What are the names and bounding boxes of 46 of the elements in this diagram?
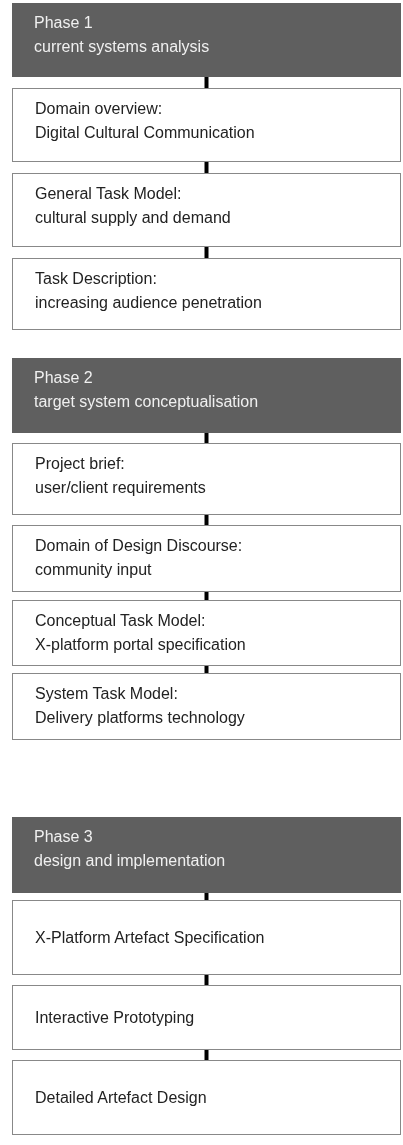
process-box — [12, 88, 401, 162]
process-box — [12, 173, 401, 247]
step-description: increasing audience penetration — [35, 293, 262, 313]
step-title: Project brief: — [35, 454, 125, 474]
step-title: Domain of Design Discourse: — [35, 536, 243, 556]
step-title: Interactive Prototyping — [35, 1007, 195, 1028]
step-description: current systems analysis — [34, 37, 210, 57]
process-box — [12, 900, 401, 975]
step-title: System Task Model: — [35, 684, 178, 704]
step-title: X-Platform Artefact Specification — [35, 927, 265, 948]
step-description: Delivery platforms technology — [35, 708, 245, 728]
connector-line — [204, 433, 209, 443]
step-description: cultural supply and demand — [35, 208, 231, 228]
step-title: General Task Model: — [35, 184, 182, 204]
phase-title: Phase 1 — [34, 13, 93, 33]
step-description: community input — [35, 560, 152, 580]
phase-header — [12, 3, 401, 77]
step-title: Detailed Artefact Design — [35, 1087, 207, 1108]
connector-line — [204, 893, 209, 900]
step-title: Domain overview: — [35, 99, 163, 119]
process-box — [12, 673, 401, 740]
step-description: design and implementation — [34, 851, 226, 871]
step-description: X-platform portal specification — [35, 635, 246, 655]
step-description: user/client requirements — [35, 478, 206, 498]
connector-line — [204, 666, 209, 673]
process-box — [12, 443, 401, 515]
connector-line — [204, 515, 209, 525]
phase-header — [12, 358, 401, 433]
phase-title: Phase 3 — [34, 827, 93, 847]
process-box — [12, 1060, 401, 1135]
connector-line — [204, 975, 209, 985]
connector-line — [204, 1050, 209, 1060]
step-title: Conceptual Task Model: — [35, 611, 206, 631]
connector-line — [204, 247, 209, 258]
connector-line — [204, 77, 209, 88]
process-box — [12, 258, 401, 330]
phase-title: Phase 2 — [34, 368, 93, 388]
step-description: Digital Cultural Communication — [35, 123, 255, 143]
connector-line — [204, 162, 209, 173]
phase-header — [12, 817, 401, 893]
step-description: target system conceptualisation — [34, 392, 259, 412]
process-box — [12, 985, 401, 1050]
step-title: Task Description: — [35, 269, 157, 289]
process-box — [12, 600, 401, 666]
process-box — [12, 525, 401, 592]
connector-line — [204, 592, 209, 600]
